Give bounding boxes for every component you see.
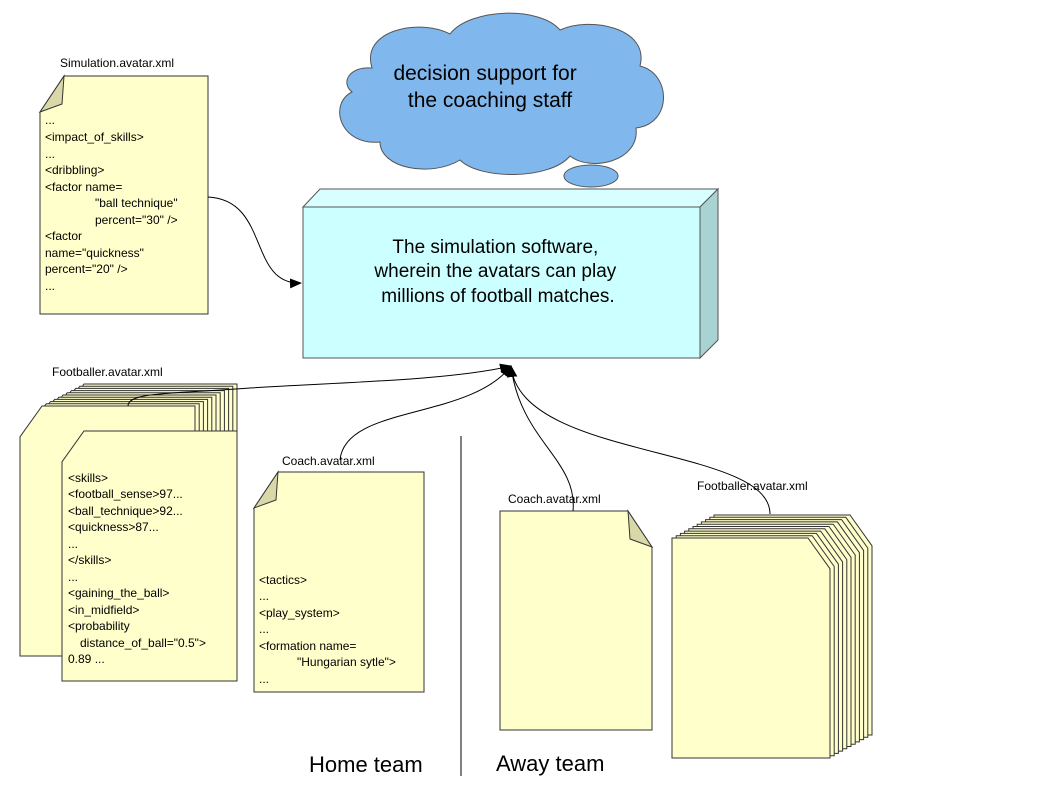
home-footballer-code-line: ... (68, 570, 78, 584)
sim-code-line: <impact_of_skills> (45, 130, 144, 144)
home-footballer-front-sheet (61, 430, 238, 682)
box-line-1: The simulation software, (392, 237, 598, 258)
home-footballer-code-line: distance_of_ball="0.5"> (80, 636, 206, 650)
home-coach-code-line: ... (259, 622, 269, 636)
sim-code-line: <factor name= (45, 180, 122, 194)
box-line-2: wherein the avatars can play (373, 261, 616, 282)
home-footballer-code-line: <quickness>87... (68, 520, 159, 534)
sim-code-line: <dribbling> (45, 163, 104, 177)
sim-code-line: percent="30" /> (95, 213, 178, 227)
box-text: The simulation software, wherein the ava… (373, 237, 621, 307)
simulation-software-box: The simulation software, wherein the ava… (301, 187, 720, 360)
home-coach-code-line: ... (259, 589, 269, 603)
away-footballer-sheet (671, 537, 831, 759)
home-footballer-code-line: <probability (68, 619, 130, 633)
simulation-doc-fold (38, 74, 65, 113)
away-footballer-doc-stack: Footballer.avatar.xml (671, 479, 873, 759)
away-coach-doc-label: Coach.avatar.xml (508, 492, 601, 506)
simulation-doc-code: ... <impact_of_skills> ... <dribbling> <… (45, 113, 181, 293)
home-footballer-code-line: <ball_technique>92... (68, 504, 183, 518)
box-front-face (302, 206, 701, 359)
simulation-doc-page (39, 75, 209, 315)
home-footballer-code-line: </skills> (68, 553, 111, 567)
home-coach-doc: Coach.avatar.xml <tactics> ... <play_sys… (252, 454, 425, 693)
home-footballer-doc-label: Footballer.avatar.xml (52, 365, 163, 379)
home-footballer-code-line: <skills> (68, 471, 108, 485)
home-coach-code-line: <formation name= (259, 639, 356, 653)
home-coach-code-line: <tactics> (259, 573, 307, 587)
arrow-away-coach-to-box (507, 365, 574, 512)
cloud-line-2: the coaching staff (408, 89, 572, 112)
arrow-away-footballer-to-box (507, 365, 771, 515)
away-coach-doc-page (499, 510, 653, 731)
home-coach-code-line: "Hungarian sytle"> (297, 655, 396, 669)
sim-code-line: percent="20" /> (45, 262, 128, 276)
home-team-label: Home team (309, 752, 423, 777)
simulation-doc-label: Simulation.avatar.xml (60, 56, 174, 70)
simulation-avatar-doc: Simulation.avatar.xml ... <impact_of_ski… (38, 56, 209, 315)
away-footballer-stack-sheets (671, 514, 873, 759)
home-footballer-code-line: <in_midfield> (68, 603, 139, 617)
arrow-home-coach-to-box (339, 365, 512, 461)
away-coach-doc: Coach.avatar.xml (499, 492, 654, 731)
home-footballer-code-line: ... (68, 537, 78, 551)
connectors (127, 196, 771, 515)
home-footballer-doc-code: <skills> <football_sense>97... <ball_tec… (68, 471, 209, 666)
sim-code-line: ... (45, 147, 55, 161)
home-coach-code-line: <play_system> (259, 606, 340, 620)
arrow-home-footballer-to-box (127, 363, 512, 407)
thought-bubble-large (563, 164, 619, 188)
cloud-shape (339, 12, 664, 175)
sim-code-line: "ball technique" (95, 196, 178, 210)
box-line-3: millions of football matches. (381, 286, 614, 307)
box-top-face (301, 188, 720, 208)
home-coach-doc-label: Coach.avatar.xml (282, 454, 375, 468)
home-footballer-code-line: <gaining_the_ball> (68, 586, 169, 600)
away-team-label: Away team (496, 751, 604, 776)
home-footballer-stack-sheets (19, 383, 238, 682)
sim-code-line: ... (45, 113, 55, 127)
home-coach-doc-fold (252, 470, 279, 509)
home-coach-code-line: ... (259, 672, 269, 686)
sim-code-line: <factor (45, 229, 82, 243)
sim-code-line: ... (45, 279, 55, 293)
sim-code-line: name="quickness" (45, 246, 144, 260)
home-coach-doc-code: <tactics> ... <play_system> ... <formati… (259, 573, 399, 686)
arrow-simulation-doc-to-box (207, 196, 302, 289)
home-footballer-doc-stack: Footballer.avatar.xml <skills> <football… (19, 365, 238, 682)
box-side-face (699, 187, 719, 360)
home-footballer-code-line: 0.89 ... (68, 652, 105, 666)
cloud-text: decision support for the coaching staff (393, 62, 582, 112)
away-coach-doc-fold (627, 509, 654, 548)
home-footballer-code-line: <football_sense>97... (68, 487, 183, 501)
cloud-line-1: decision support for (393, 62, 576, 85)
